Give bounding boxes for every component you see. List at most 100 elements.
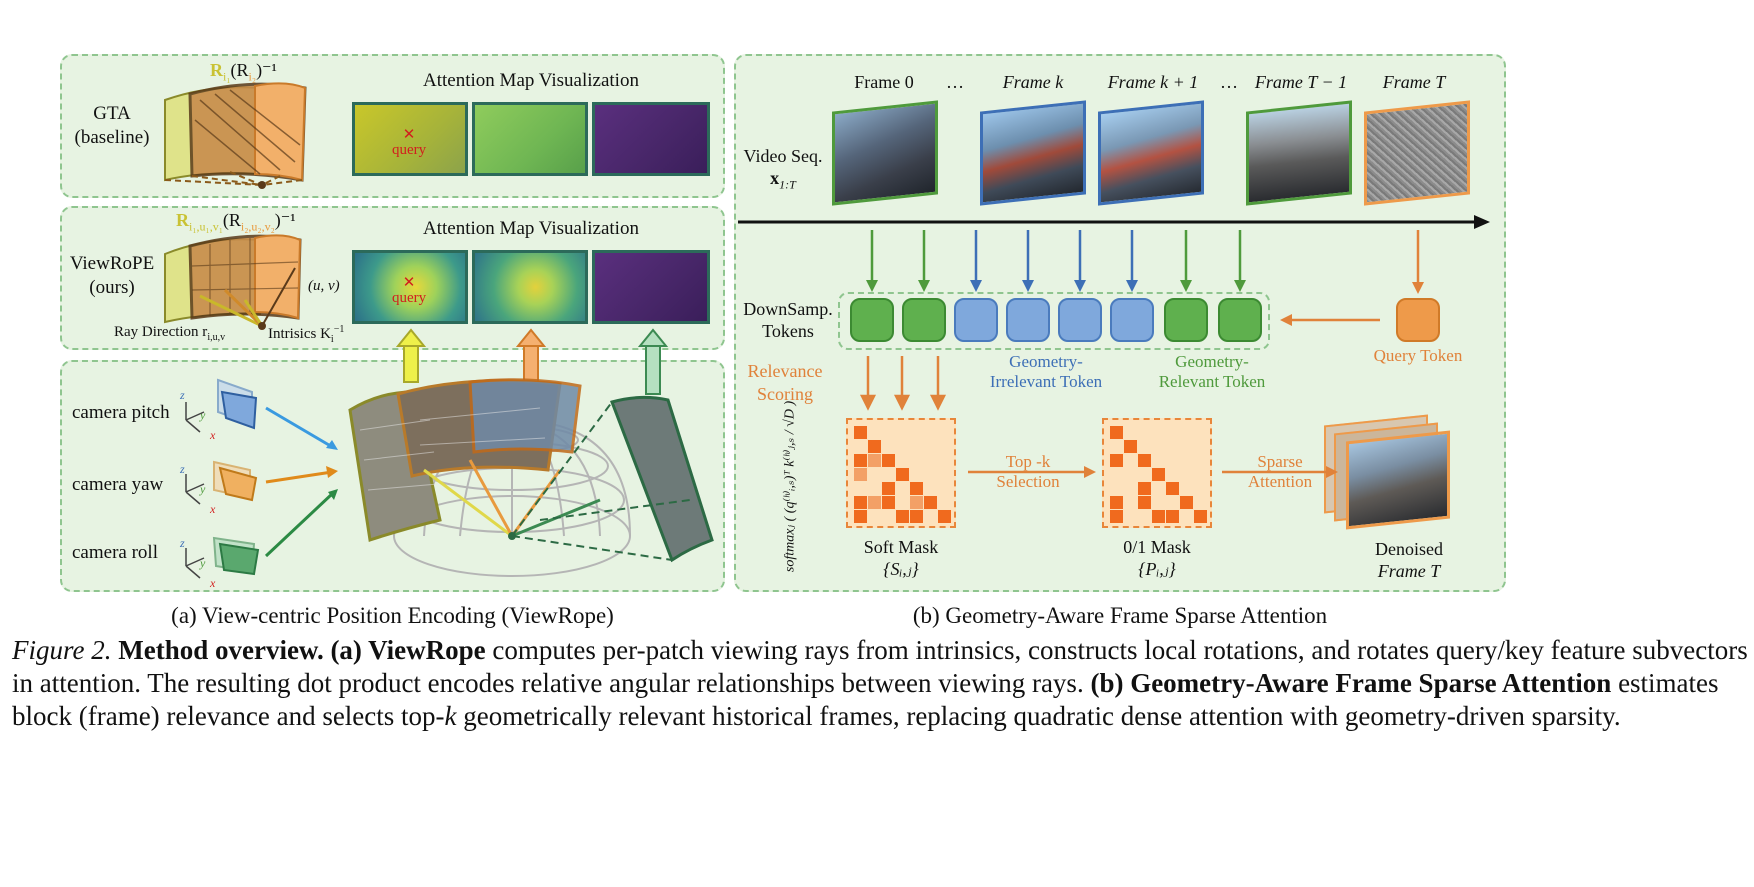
token-frame-t-minus-1 [1218,298,1262,342]
frame-title-t-minus-1: Frame T − 1 [1254,72,1348,92]
frame-t-noise [1364,100,1470,206]
token-group [838,292,1270,350]
frame-0-image [832,100,938,206]
mask-cell [854,454,867,467]
token-frame-k1 [1058,298,1102,342]
pitch-axis-x: x [210,428,216,442]
token-frame-0 [850,298,894,342]
viewrope-attention-map-3 [592,250,710,324]
viewrope-label: ViewRoPE (ours) [69,253,155,298]
figure-b-text-2: geometrically relevant historical frames… [456,701,1621,731]
soft-mask-matrix [846,418,956,528]
figure-caption: Figure 2. Method overview. (a) ViewRope … [12,634,1748,733]
figure-title: Method overview. [118,635,324,665]
mask-cell [1180,496,1193,509]
denoised-frame-label: Denoised Frame T [1375,539,1443,581]
frame-title-t: Frame T [1382,72,1446,92]
pitch-axis-z: z [180,388,185,402]
camera-roll-label: camera roll [72,542,158,563]
pitch-axis-y: y [200,408,206,422]
mask-cell [854,426,867,439]
figure-b-text-1: estimates block (frame) relevance and se… [12,668,1719,731]
gta-attention-map-2 [472,102,588,176]
panel-a-caption: (a) View-centric Position Encoding (View… [171,603,614,628]
mask-cell [854,496,867,509]
mask-cell [1138,496,1151,509]
roll-axis-x: x [210,576,216,590]
geometry-relevant-label: Geometry- Relevant Token [1158,352,1266,391]
token-frame-k [1006,298,1050,342]
viewrope-attention-title: Attention Map Visualization [423,218,639,239]
mask-cell [1166,510,1179,523]
mask-cell [882,482,895,495]
mask-cell [1152,510,1165,523]
viewrope-formula: Ri₁,u₁,v₁(Ri₂,u₂,v₂)⁻¹ [176,210,296,234]
viewrope-attention-map-1 [352,250,468,324]
binary-mask-label: 0/1 Mask {Pᵢ,ⱼ} [1123,537,1191,579]
gta-attention-map-1 [352,102,468,176]
frame-title-ellipsis-1: … [946,72,964,92]
yaw-axis-y: y [200,482,206,496]
mask-cell [854,468,867,481]
yaw-axis-x: x [210,502,216,516]
token-frame-6 [1164,298,1208,342]
gta-query-marker: ✕ query [392,127,427,159]
figure-label: Figure 2. [12,635,112,665]
video-seq-label: Video Seq. x1:T [743,146,823,192]
panel-b-caption: (b) Geometry-Aware Frame Sparse Attentio… [912,603,1328,628]
geometry-irrelevant-label: Geometry- Irrelevant Token [989,352,1103,391]
mask-cell [938,510,951,523]
frame-k-image [980,100,1086,206]
token-frame-1 [902,298,946,342]
figure-b-text-k: k [444,701,457,731]
mask-cell [1194,510,1207,523]
denoised-frame-image [1346,430,1450,530]
figure-a-text: computes per-patch viewing rays from int… [12,635,1748,698]
binary-mask-matrix [1102,418,1212,528]
figure-b-tag: (b) Geometry-Aware Frame Sparse Attentio… [1090,668,1612,698]
softmax-formula: softmaxⱼ ( (q⁽ʰ⁾ᵢ,ₛ)ᵀ k⁽ʰ⁾ⱼ,ₛ / √D ) [782,400,798,573]
mask-cell [868,440,881,453]
figure-a-tag: (a) ViewRope [330,635,486,665]
mask-cell [896,468,909,481]
roll-axis-y: y [200,556,206,570]
mask-cell [924,496,937,509]
mask-cell [854,510,867,523]
frame-t-minus-1-image [1246,100,1352,206]
frame-title-k1: Frame k + 1 [1107,72,1199,92]
mask-cell [1138,454,1151,467]
query-token-label: Query Token [1373,346,1463,365]
viewrope-query-marker: ✕ query [392,275,427,307]
mask-cell [910,496,923,509]
sparse-attention-label: Sparse Attention [1247,452,1313,491]
camera-pitch-label: camera pitch [72,402,170,423]
mask-cell [1110,454,1123,467]
mask-cell [882,496,895,509]
mask-cell [910,510,923,523]
gta-attention-map-3 [592,102,710,176]
mask-cell [1124,440,1137,453]
mask-cell [868,454,881,467]
gta-formula: Ri₁(Ri₂)⁻¹ [210,60,277,84]
frame-title-k: Frame k [1002,72,1064,92]
relevance-scoring-label: Relevance Scoring [747,361,823,404]
mask-cell [868,496,881,509]
gta-label: GTA (baseline) [74,103,150,148]
roll-axis-z: z [180,536,185,550]
mask-cell [1110,426,1123,439]
ray-direction-label: Ray Direction ri,u,v [114,324,226,343]
frame-k1-image [1098,100,1204,206]
soft-mask-label: Soft Mask {Sᵢ,ⱼ} [863,537,939,579]
uv-label: (u, v) [308,278,340,294]
mask-cell [910,482,923,495]
mask-cell [1138,482,1151,495]
mask-cell [882,454,895,467]
query-token [1396,298,1440,342]
downsamp-label: DownSamp. Tokens [743,299,833,341]
viewrope-attention-map-2 [472,250,588,324]
yaw-axis-z: z [180,462,185,476]
topk-selection-label: Top -k Selection [996,452,1060,491]
frame-title-ellipsis-2: … [1220,72,1238,92]
mask-cell [1152,468,1165,481]
gta-attention-title: Attention Map Visualization [423,70,639,91]
